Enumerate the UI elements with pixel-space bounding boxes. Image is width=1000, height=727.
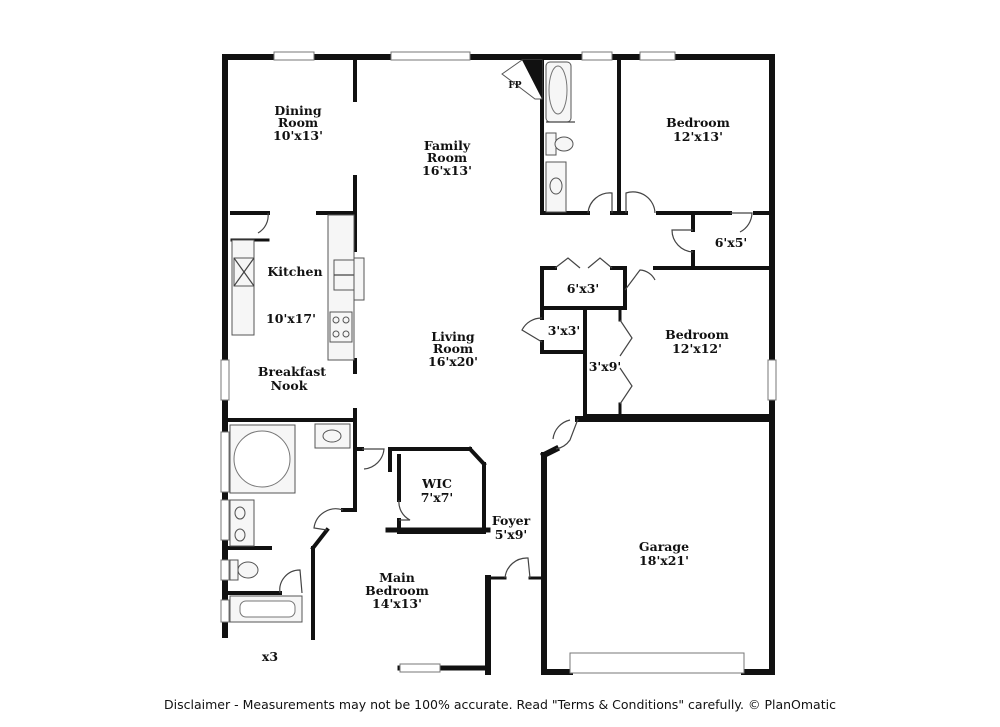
bedroom-mid-label: Bedroom bbox=[665, 327, 729, 342]
interior-walls bbox=[226, 58, 775, 640]
partial-room-size: x3 bbox=[262, 649, 278, 664]
bedroom-mid-size: 12'x12' bbox=[672, 341, 722, 356]
kitchen-label: Kitchen bbox=[267, 264, 322, 279]
fixtures bbox=[229, 61, 575, 623]
closet-3x9-size: 3'x9' bbox=[589, 359, 622, 374]
wic-label: WIC bbox=[421, 476, 452, 491]
fireplace: FP bbox=[501, 59, 543, 100]
main-toilet-icon bbox=[229, 559, 239, 581]
family-room-size: 16'x13' bbox=[422, 163, 472, 178]
stove-icon bbox=[329, 311, 353, 343]
main-bedroom-size: 14'x13' bbox=[372, 596, 422, 611]
dining-room-label-line2: Room bbox=[278, 115, 318, 130]
breakfast-nook-label-line1: Breakfast bbox=[258, 364, 326, 379]
kitchen-size: 10'x17' bbox=[266, 311, 316, 326]
breakfast-nook-label-line2: Nook bbox=[271, 378, 308, 393]
closet-6x3-size: 6'x3' bbox=[567, 281, 600, 296]
bedroom-top-size: 12'x13' bbox=[673, 129, 723, 144]
door-swings bbox=[257, 191, 753, 594]
living-room-size: 16'x20' bbox=[428, 354, 478, 369]
windows bbox=[220, 51, 777, 674]
foyer-label: Foyer bbox=[492, 513, 531, 528]
family-room-label-line2: Room bbox=[427, 150, 467, 165]
exterior-walls bbox=[222, 54, 775, 675]
disclaimer-text: Disclaimer - Measurements may not be 100… bbox=[164, 697, 836, 712]
main-bedroom-label-line1: Main bbox=[379, 570, 415, 585]
fireplace-label: FP bbox=[508, 81, 521, 91]
garage-size: 18'x21' bbox=[639, 553, 689, 568]
foyer-size: 5'x9' bbox=[495, 527, 528, 542]
closet-3x3-size: 3'x3' bbox=[548, 323, 581, 338]
kitchen-counter-left bbox=[231, 239, 255, 336]
bedroom-top-label: Bedroom bbox=[666, 115, 730, 130]
family-room-label-line1: Family bbox=[424, 138, 471, 153]
wic-size: 7'x7' bbox=[421, 490, 454, 505]
room-labels: Dining Room 10'x13' Family Room 16'x13' … bbox=[258, 103, 747, 664]
dining-room-size: 10'x13' bbox=[273, 128, 323, 143]
living-room-label-line1: Living bbox=[431, 329, 475, 344]
dining-room-label-line1: Dining bbox=[274, 103, 322, 118]
closet-6x5-size: 6'x5' bbox=[715, 235, 748, 250]
living-room-label-line2: Room bbox=[433, 341, 473, 356]
garage-label: Garage bbox=[639, 539, 689, 554]
main-bedroom-label-line2: Bedroom bbox=[365, 583, 429, 598]
